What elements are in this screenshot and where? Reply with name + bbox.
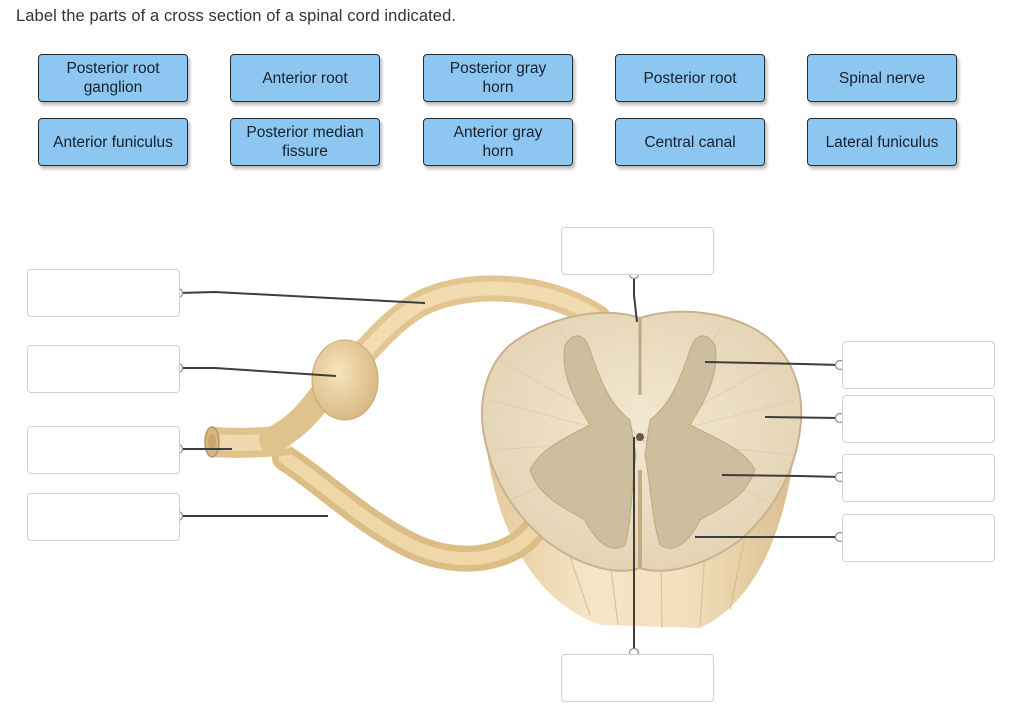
- label-tile-spinal-nerve[interactable]: Spinal nerve: [807, 54, 957, 102]
- drop-target-1[interactable]: [27, 269, 180, 317]
- drop-target-9[interactable]: [842, 454, 995, 502]
- label-tile-anterior-root[interactable]: Anterior root: [230, 54, 380, 102]
- label-tile-anterior-funiculus[interactable]: Anterior funiculus: [38, 118, 188, 166]
- leader-lines: [177, 274, 841, 653]
- label-tile-posterior-root[interactable]: Posterior root: [615, 54, 765, 102]
- drop-target-5[interactable]: [561, 227, 714, 275]
- posterior-root-ganglion: [311, 339, 379, 421]
- label-tile-lateral-funiculus[interactable]: Lateral funiculus: [807, 118, 957, 166]
- label-tile-central-canal[interactable]: Central canal: [615, 118, 765, 166]
- gray-matter-left: [529, 335, 637, 549]
- drop-target-8[interactable]: [842, 395, 995, 443]
- label-tile-posterior-median-fissure[interactable]: Posterior median fissure: [230, 118, 380, 166]
- drop-target-4[interactable]: [27, 493, 180, 541]
- drop-target-6[interactable]: [561, 654, 714, 702]
- drop-target-2[interactable]: [27, 345, 180, 393]
- drop-target-10[interactable]: [842, 514, 995, 562]
- label-tile-anterior-gray-horn[interactable]: Anterior gray horn: [423, 118, 573, 166]
- central-canal: [636, 433, 644, 441]
- label-tile-posterior-gray-horn[interactable]: Posterior gray horn: [423, 54, 573, 102]
- instruction-text: Label the parts of a cross section of a …: [16, 7, 457, 25]
- drop-target-3[interactable]: [27, 426, 180, 474]
- drop-target-7[interactable]: [842, 341, 995, 389]
- gray-matter-right: [644, 335, 756, 549]
- label-tile-posterior-root-ganglion[interactable]: Posterior root ganglion: [38, 54, 188, 102]
